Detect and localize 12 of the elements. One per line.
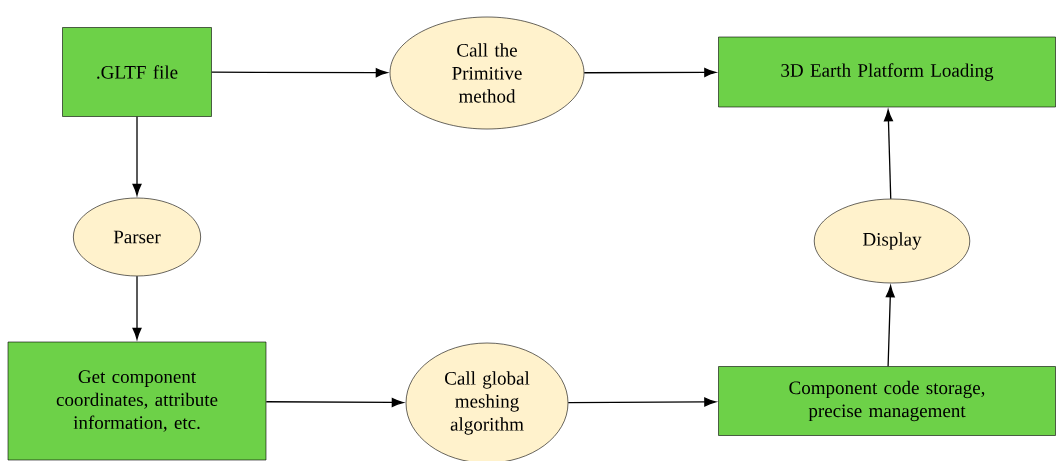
process-box: Component code storage, precise management [718, 366, 1056, 436]
arrow [211, 68, 388, 78]
process-box: .GLTF file [62, 27, 212, 117]
arrow [883, 109, 893, 200]
arrow [132, 116, 142, 196]
process-box: 3D Earth Platform Loading [718, 36, 1056, 108]
arrow [885, 285, 895, 367]
process-box: Get component coordinates, attribute information, etc. [7, 341, 267, 461]
arrow [132, 275, 142, 340]
arrow [567, 397, 717, 407]
arrow [583, 67, 717, 77]
arrow [265, 397, 404, 407]
